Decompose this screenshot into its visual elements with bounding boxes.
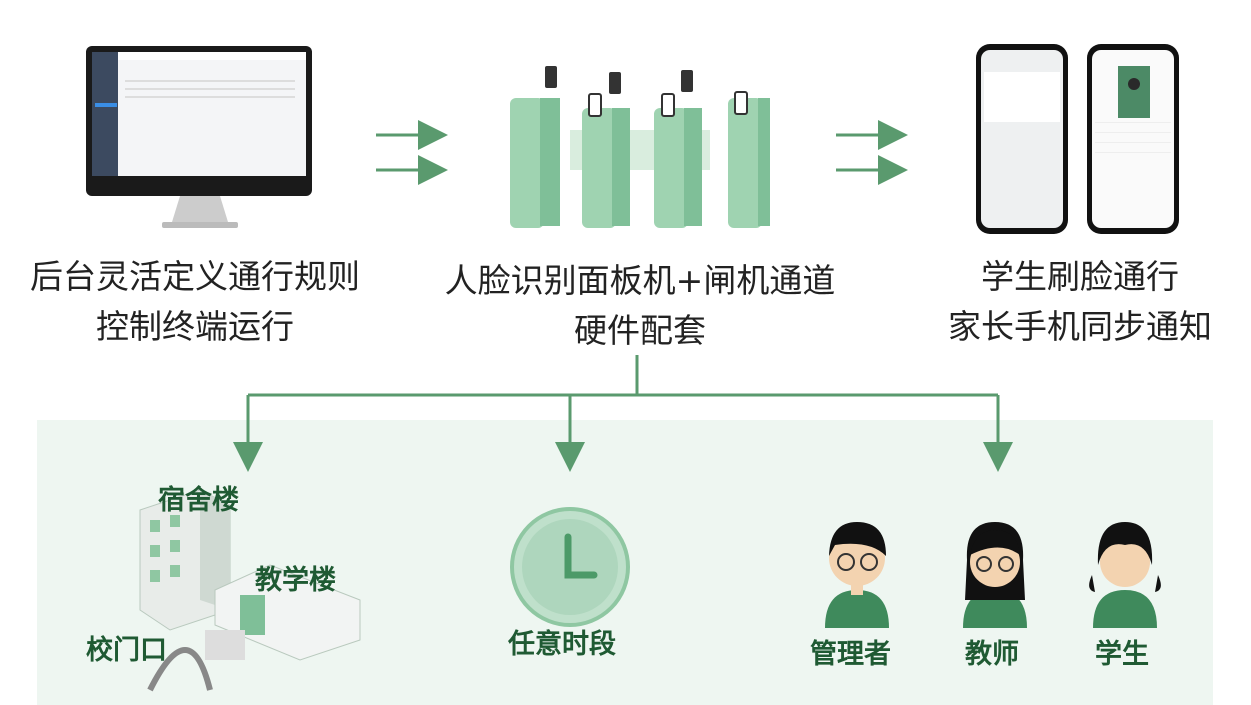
monitor-icon (86, 46, 312, 228)
admin-avatar (825, 522, 889, 628)
label-admin: 管理者 (810, 639, 891, 670)
label-student: 学生 (1095, 639, 1149, 670)
label-gate: 校门口 (86, 635, 167, 666)
label-teacher: 教师 (965, 639, 1019, 670)
step2-line2: 硬件配套 (574, 311, 706, 350)
flow-arrows (376, 120, 908, 185)
turnstile-gates-icon (510, 66, 770, 228)
label-anytime: 任意时段 (508, 629, 616, 660)
step2-line1: 人脸识别面板机+闸机通道 (444, 261, 836, 300)
buildings-icon (139, 489, 361, 692)
label-teaching: 教学楼 (255, 565, 336, 596)
step1-line2: 控制终端运行 (96, 307, 294, 346)
step3-line1: 学生刷脸通行 (981, 257, 1179, 296)
teacher-avatar (963, 522, 1027, 628)
step3-line2: 家长手机同步通知 (948, 307, 1212, 346)
label-dorm: 宿舍楼 (158, 485, 239, 516)
clock-icon (510, 507, 630, 627)
phones-icon (976, 44, 1179, 234)
step1-line1: 后台灵活定义通行规则 (30, 257, 360, 296)
student-avatar (1089, 522, 1161, 628)
